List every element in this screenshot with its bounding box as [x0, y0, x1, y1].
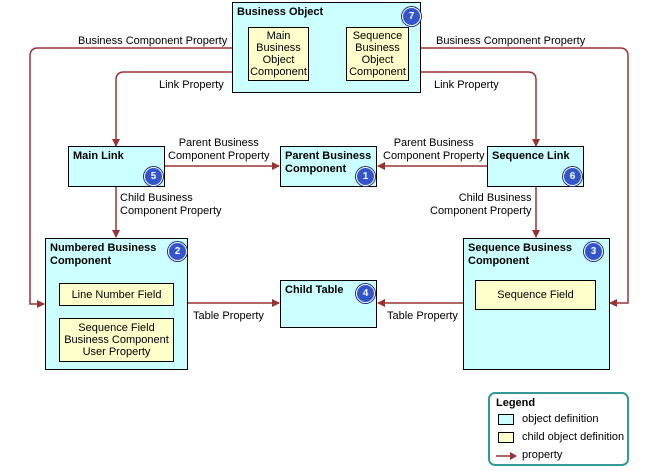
label-link-property-right: Link Property: [434, 79, 499, 91]
sequence-field-box: Sequence Field: [475, 280, 596, 310]
numbered-business-component-title: Numbered Business Component: [50, 242, 157, 267]
sequence-link-box: Sequence Link 6: [487, 146, 584, 187]
child-table-title: Child Table: [285, 284, 344, 296]
sequence-field-user-property-box: Sequence Field Business Component User P…: [59, 318, 174, 362]
label-table-property-left: Table Property: [193, 310, 264, 322]
numbered-business-component-box: Numbered Business Component 2 Line Numbe…: [45, 238, 188, 370]
label-child-bc-property-left: Child Business Component Property: [120, 192, 222, 217]
legend-child-label: child object definition: [522, 431, 625, 443]
arrow-link-property-right: [405, 71, 540, 147]
legend-property-label: property: [522, 449, 563, 461]
label-bc-property-left: Business Component Property: [78, 35, 228, 47]
number-badge-7: 7: [402, 7, 421, 26]
legend-child-swatch: [498, 432, 514, 443]
arrow-link-property-left: [112, 71, 247, 147]
main-business-object-component-box: Main Business Object Component: [248, 27, 309, 81]
number-badge-5: 5: [144, 167, 163, 186]
legend-title: Legend: [496, 397, 536, 409]
legend-object-label: object definition: [522, 413, 599, 425]
label-bc-property-right: Business Component Property: [436, 35, 586, 47]
number-badge-1: 1: [356, 167, 375, 186]
business-object-title: Business Object: [237, 6, 324, 18]
child-table-box: Child Table 4: [280, 280, 377, 328]
legend-arrow-icon: [496, 452, 517, 460]
business-object-box: Business Object 7 Main Business Object C…: [232, 2, 421, 93]
label-link-property-left: Link Property: [159, 79, 224, 91]
arrow-bc-property-left: [29, 47, 233, 308]
number-badge-4: 4: [356, 284, 375, 303]
sequence-business-component-title: Sequence Business Component: [468, 242, 572, 267]
label-table-property-right: Table Property: [387, 310, 458, 322]
legend-object-swatch: [498, 414, 514, 425]
line-number-field-box: Line Number Field: [59, 283, 174, 306]
number-badge-6: 6: [563, 167, 582, 186]
arrow-bc-property-right: [421, 47, 629, 307]
legend: Legend object definition child object de…: [488, 392, 629, 466]
label-child-bc-property-right: Child Business Component Property: [430, 192, 532, 217]
number-badge-2: 2: [168, 242, 187, 261]
sequence-business-component-box: Sequence Business Component 3 Sequence F…: [463, 238, 610, 370]
parent-business-component-box: Parent Business Component 1: [280, 146, 377, 187]
label-parent-bc-property-left: Parent Business Component Property: [168, 137, 270, 162]
label-parent-bc-property-right: Parent Business Component Property: [383, 137, 485, 162]
sequence-link-title: Sequence Link: [492, 150, 570, 162]
parent-business-component-title: Parent Business Component: [285, 150, 372, 175]
sequence-business-object-component-box: Sequence Business Object Component: [346, 27, 409, 81]
number-badge-3: 3: [584, 242, 603, 261]
main-link-box: Main Link 5: [68, 146, 165, 187]
main-link-title: Main Link: [73, 150, 124, 162]
